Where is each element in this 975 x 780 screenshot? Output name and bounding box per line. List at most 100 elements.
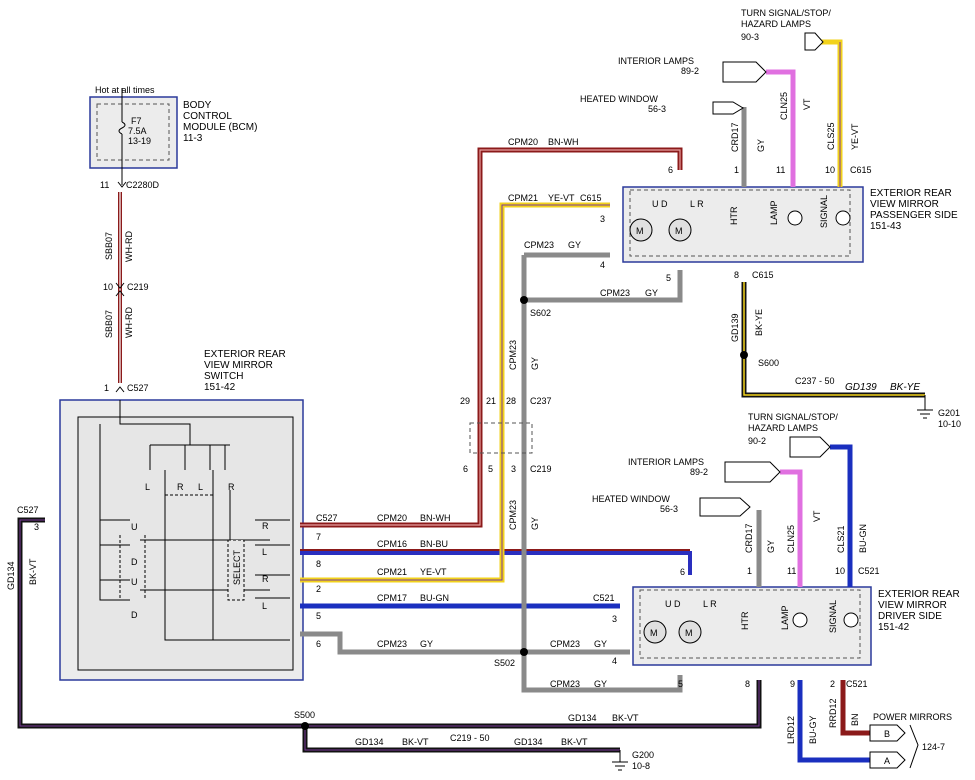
ground-g201-icon [917, 395, 933, 419]
lbl-vt-pass: VT [802, 98, 812, 110]
lbl-cls21-drv: CLS21 [836, 525, 846, 553]
lbl-bnwh-top: BN-WH [548, 137, 579, 147]
pass-title-1: EXTERIOR REAR [870, 188, 952, 199]
lbl-s502: S502 [494, 658, 515, 668]
pm-title: POWER MIRRORS [873, 712, 952, 722]
lbl-cpm23-1: CPM23 [377, 639, 407, 649]
lbl-cpm23-vert: CPM23 [508, 340, 518, 370]
lbl-gy-drv: GY [766, 540, 776, 553]
pass-heat-ref: 56-3 [648, 104, 666, 114]
lbl-c237-50: C237 - 50 [795, 376, 835, 386]
lbl-yevt: YE-VT [420, 567, 447, 577]
wire-lrd12 [797, 680, 870, 763]
drv-title-3: DRIVER SIDE [878, 611, 942, 622]
pass-pin-4: 4 [600, 260, 605, 270]
lbl-s600: S600 [758, 358, 779, 368]
drv-pin-4: 4 [612, 656, 617, 666]
drv-title-2: VIEW MIRROR [878, 600, 947, 611]
switch-title-1: EXTERIOR REAR [204, 349, 286, 360]
lbl-yevt-pass: YE-VT [850, 123, 860, 150]
pass-lamp-bulb [787, 210, 803, 226]
lbl-gy-vert-2: GY [530, 517, 540, 530]
pass-lamp: LAMP [769, 200, 779, 225]
lbl-bugn-drv: BU-GN [858, 524, 868, 553]
lbl-bnwh: BN-WH [420, 513, 451, 523]
lbl-gy-2: GY [594, 639, 607, 649]
switch-u-1: U [131, 522, 138, 532]
switch-select: SELECT [232, 549, 242, 585]
lbl-gd134-vert: GD134 [6, 561, 16, 590]
drv-turn-title-1: TURN SIGNAL/STOP/ [748, 412, 838, 422]
drv-pin-8: 8 [745, 679, 750, 689]
conn-c219-top: C219 [127, 282, 149, 292]
lbl-cpm21-top: CPM21 [508, 193, 538, 203]
drv-lamp: LAMP [780, 605, 790, 630]
lbl-crd17-drv: CRD17 [744, 523, 754, 553]
lbl-g201-ref: 10-10 [938, 419, 961, 429]
bcm-ref: 11-3 [183, 133, 203, 144]
drv-turn-title-2: HAZARD LAMPS [748, 423, 818, 433]
pm-a: A [884, 756, 890, 766]
bcm-box [89, 96, 178, 169]
lbl-cpm23-3: CPM23 [550, 679, 580, 689]
lbl-gy-pass: GY [756, 139, 766, 152]
pin-29: 29 [460, 396, 470, 406]
conn-c2280d: C2280D [126, 180, 160, 190]
ref-flag-heat-drv [699, 497, 751, 517]
lbl-cpm20-top: CPM20 [508, 137, 538, 147]
drv-m2: M [685, 628, 693, 638]
bcm-fuse-block [96, 103, 170, 161]
sw-pin-5: 5 [316, 611, 321, 621]
lbl-rrd12: RRD12 [828, 698, 838, 728]
pin-5-c219: 5 [488, 464, 493, 474]
wire-rrd12 [840, 680, 870, 736]
wire-cln25-drv [780, 469, 803, 587]
switch-l-1: L [145, 482, 150, 492]
ref-flag-heat-pass [712, 101, 744, 115]
pass-pin-1: 1 [734, 165, 739, 175]
conn-c527-left: C527 [17, 505, 39, 515]
pin-21: 21 [486, 396, 496, 406]
wire-whrd-label-1: WH-RD [124, 231, 134, 262]
pass-pin-10: 10 [825, 165, 835, 175]
switch-u-2: U [131, 577, 138, 587]
drv-signal: SIGNAL [828, 600, 838, 633]
switch-r-1: R [177, 482, 184, 492]
fuse-name: F7 [131, 116, 142, 126]
ground-g200-icon [612, 750, 628, 771]
drv-int-title: INTERIOR LAMPS [628, 457, 704, 467]
switch-d-1: D [131, 557, 138, 567]
switch-internal-circuit [99, 400, 290, 641]
fuse-rating: 7.5A [128, 126, 147, 136]
lbl-cls25-pass: CLS25 [826, 122, 836, 150]
conn-c219-mid: C219 [530, 464, 552, 474]
wire-cpm23-driver [300, 631, 630, 655]
lbl-gd134-b2: GD134 [514, 737, 543, 747]
drv-pin-10: 10 [835, 566, 845, 576]
drv-m1: M [650, 628, 658, 638]
lbl-s602: S602 [530, 308, 551, 318]
pass-pin-8: 8 [734, 270, 739, 280]
drv-mirror-box [632, 586, 872, 666]
conn-c521-top: C521 [858, 566, 880, 576]
pm-ref: 124-7 [922, 742, 945, 752]
pm-flag-a [869, 751, 906, 769]
lbl-bugn: BU-GN [420, 593, 449, 603]
pass-signal-bulb [835, 210, 851, 226]
splice-s600 [740, 351, 748, 359]
conn-c521-bottom: C521 [846, 679, 868, 689]
pass-motor-ud [629, 218, 653, 242]
lbl-crd17-pass: CRD17 [730, 122, 740, 152]
pass-m2: M [675, 226, 683, 236]
lbl-s500: S500 [294, 710, 315, 720]
pass-turn-title-2: HAZARD LAMPS [741, 19, 811, 29]
lbl-yevt-top: YE-VT [548, 193, 575, 203]
wire-cln25-pass [766, 69, 796, 187]
wire-cpm23-trunk [521, 300, 683, 693]
lbl-cpm16: CPM16 [377, 539, 407, 549]
drv-pin-2: 2 [830, 679, 835, 689]
lbl-g200: G200 [632, 750, 654, 760]
lbl-bn: BN [850, 713, 860, 726]
drv-pin-9: 9 [790, 679, 795, 689]
